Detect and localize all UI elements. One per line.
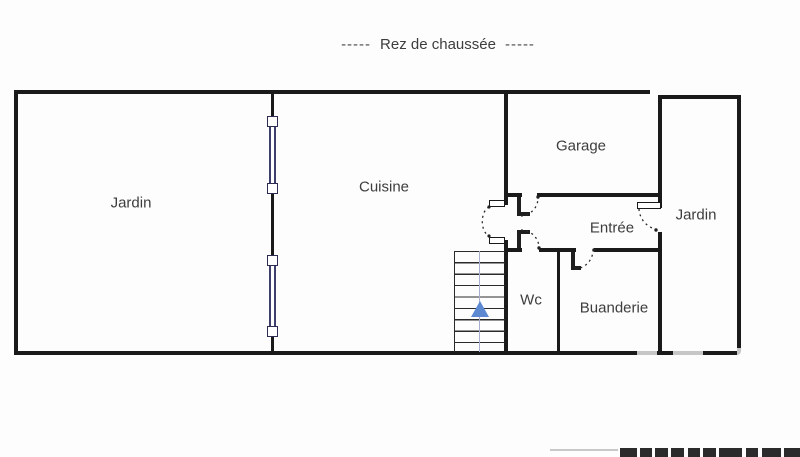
watermark-cropped-text [719, 448, 742, 457]
wall-outer-top-right [659, 95, 741, 99]
buanderie-door-leaf [571, 266, 581, 270]
wall-outer-bottom [14, 351, 637, 355]
window-frame-end [267, 183, 278, 194]
wall-garage-bottom [537, 193, 662, 197]
front-door-arc [638, 208, 656, 230]
room-label-wc: Wc [520, 291, 542, 309]
watermark-cropped-text [640, 448, 652, 457]
front-door-leaf [637, 202, 661, 209]
room-label-cuisine: Cuisine [358, 178, 410, 196]
wall-outer-right-corner [737, 348, 741, 355]
wall-outer-bottom-faded [637, 351, 657, 355]
wall-buanderie-top [594, 248, 662, 252]
wall-outer-bottom [657, 351, 673, 355]
wall-jardin-cuisine [271, 90, 274, 353]
wall-wc-top [504, 248, 522, 252]
watermark-cropped-text [784, 448, 800, 457]
cuisine-door-jamb [489, 200, 505, 207]
cuisine-door-jamb [489, 237, 505, 244]
watermark-cropped-text [703, 448, 716, 457]
wc-door-leaf [517, 230, 530, 234]
wall-wc-top [539, 248, 560, 252]
room-label-garage: Garage [555, 137, 607, 155]
floor-title: ----- Rez de chaussée ----- [341, 36, 535, 53]
title-dashes-left: ----- [341, 36, 372, 53]
wall-buanderie-top [557, 248, 576, 252]
wall-wc-buanderie [557, 248, 560, 353]
title-dashes-right: ----- [504, 36, 535, 53]
wall-entree-jardin-upper [658, 95, 662, 208]
window-frame-end [267, 116, 278, 127]
room-label-jardin-left: Jardin [110, 194, 152, 212]
room-label-jardin-right: Jardin [675, 206, 717, 224]
wall-outer-left [14, 90, 18, 355]
wall-garage-bottom [504, 193, 522, 197]
wall-cuisine-right-lower [504, 240, 508, 353]
buanderie-door-leaf [571, 252, 575, 270]
window-glass [269, 266, 276, 326]
room-label-buanderie: Buanderie [579, 299, 649, 317]
watermark-faint-line [550, 449, 618, 451]
window-frame-end [267, 255, 278, 266]
watermark-cropped-text [620, 448, 637, 457]
watermark-cropped-text [688, 448, 700, 457]
wall-outer-bottom-faded [673, 351, 703, 355]
wall-cuisine-right-upper [504, 90, 508, 205]
watermark-cropped-text [671, 448, 684, 457]
wall-outer-bottom [703, 351, 737, 355]
window-frame-end [267, 326, 278, 337]
room-label-entree: Entrée [589, 219, 635, 237]
garage-door-leaf [517, 197, 521, 216]
title-text: Rez de chaussée [380, 36, 496, 53]
watermark-cropped-text [762, 448, 781, 457]
wall-outer-right [737, 95, 741, 348]
cuisine-door-arc [481, 206, 490, 237]
wall-outer-top-main [14, 90, 650, 94]
wc-door-leaf [517, 230, 521, 248]
watermark-cropped-text [655, 448, 668, 457]
window-glass [269, 127, 276, 183]
watermark-cropped-text [746, 448, 758, 457]
wall-entree-jardin-lower [658, 232, 662, 353]
garage-door-leaf [517, 212, 530, 216]
stairs-up-arrow-icon [471, 301, 489, 317]
